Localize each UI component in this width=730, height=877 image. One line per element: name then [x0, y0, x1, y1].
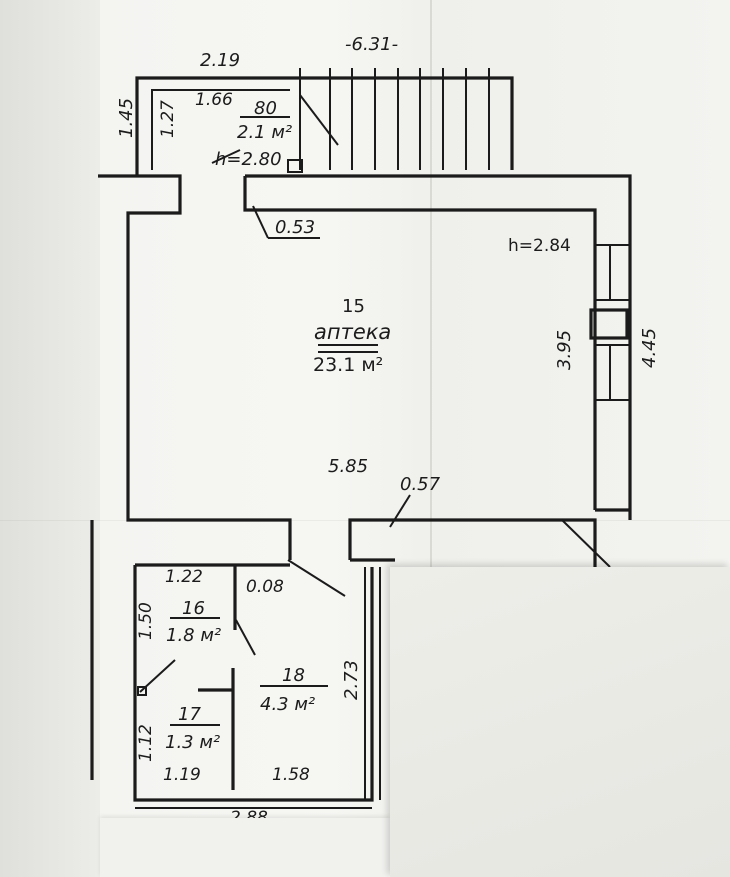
room15-number: 15: [342, 296, 365, 317]
vestibule-door-mark: [211, 149, 241, 164]
room16-17-door-block: [137, 686, 147, 696]
dim-room18-height: 2.73: [341, 659, 362, 700]
vestibule-number: 80: [254, 98, 277, 119]
paper-left-strip: [0, 0, 100, 877]
room15-left-wall: [98, 174, 292, 560]
corner-diagonal: [561, 519, 611, 568]
room15-lower-wall: [348, 518, 597, 567]
vestibule-area: 2.1 м²: [237, 122, 293, 143]
room17-number: 17: [178, 704, 201, 725]
room15-height: h=2.84: [508, 236, 571, 256]
dim-room16-height: 1.50: [136, 602, 156, 640]
dim-room18-width: 1.58: [272, 765, 310, 785]
stair-outline: [135, 76, 514, 175]
lower-rooms-outline: [133, 565, 374, 802]
room16-door-swing: [235, 619, 256, 656]
dim-outer-right: 4.45: [639, 327, 660, 368]
dim-057-leader: [389, 494, 411, 528]
caption-underlines: [170, 116, 378, 726]
dim-top-total: -6.31-: [345, 34, 399, 55]
stair-treads: [299, 68, 490, 170]
room15-area: 23.1 м²: [313, 354, 384, 376]
dim-room15-length: 5.85: [328, 456, 369, 477]
room18-number: 18: [282, 665, 305, 686]
room16-area: 1.8 м²: [166, 625, 222, 646]
room16-number: 16: [182, 598, 205, 619]
dim-vestibule-inner: 1.27: [158, 100, 178, 138]
dim-window-span: 3.95: [554, 329, 575, 370]
dim-room17-width: 1.19: [163, 765, 201, 785]
dim-left-height: 1.45: [116, 97, 137, 138]
dim-053-leader: [252, 205, 269, 239]
covering-paper-bottom: [100, 818, 390, 877]
dim-room17-height: 1.12: [136, 724, 156, 762]
vestibule-niche: [287, 159, 303, 173]
covering-paper-overlay: [390, 567, 730, 877]
dim-vestibule-width: 1.66: [195, 90, 233, 110]
right-wall-windows: [589, 244, 630, 401]
room18-door-swing: [287, 559, 346, 597]
paper-fold-vertical: [430, 0, 432, 877]
dim-partition: 0.08: [246, 577, 284, 597]
room15-top-right-wall: [245, 174, 632, 520]
vestibule-door-swing: [299, 94, 339, 146]
vestibule-height: h=2.80: [215, 149, 282, 170]
room18-area: 4.3 м²: [260, 694, 316, 715]
vestibule-inner-outline: [151, 89, 290, 170]
room15-inner-top-wall: [243, 176, 597, 510]
dim-wall-offset: 0.53: [275, 217, 316, 238]
dim-room16-width: 1.22: [165, 567, 203, 587]
room17-area: 1.3 м²: [165, 732, 221, 753]
dim-right-wall-gap: 0.57: [400, 474, 441, 495]
dim-stair-width: 2.19: [200, 50, 241, 71]
room15-name: аптека: [314, 320, 392, 344]
